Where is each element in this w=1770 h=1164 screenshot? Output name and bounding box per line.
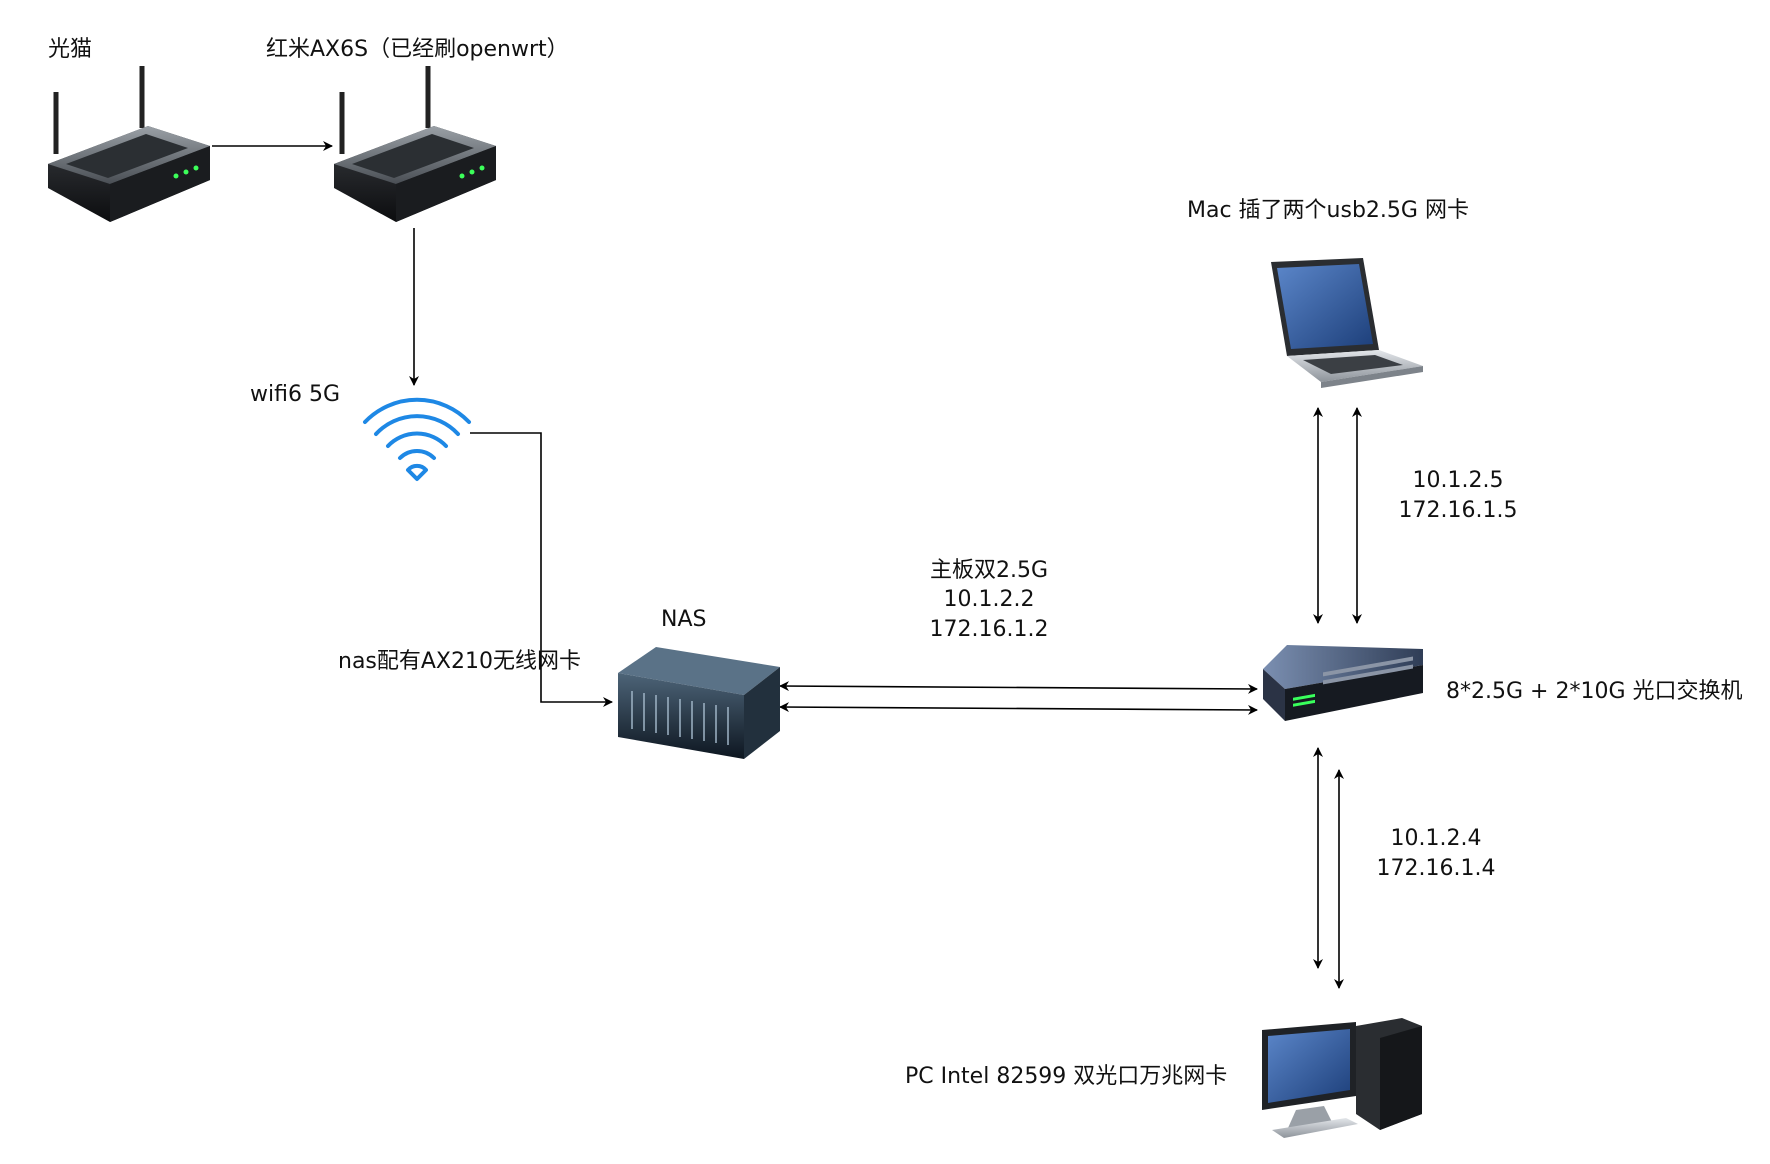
wifi-icon xyxy=(363,397,471,481)
mac-label: Mac 插了两个usb2.5G 网卡 xyxy=(1187,198,1469,223)
nas-switch-link-label-line1: 主板双2.5G xyxy=(929,558,1049,583)
edge-nas-switch-1 xyxy=(779,681,1258,694)
edge-wifi-nas xyxy=(470,432,613,707)
server-icon xyxy=(618,647,780,759)
pc-switch-link-label-line1: 10.1.2.4 xyxy=(1390,826,1482,851)
nas-label: NAS xyxy=(661,607,707,632)
mac-switch-link-label-line1: 10.1.2.5 xyxy=(1412,468,1504,493)
pc-label: PC Intel 82599 双光口万兆网卡 xyxy=(905,1064,1228,1089)
laptop-icon xyxy=(1271,258,1423,388)
wifi-label: wifi6 5G xyxy=(250,382,340,407)
pc-switch-link-label-line2: 172.16.1.4 xyxy=(1376,856,1496,881)
nas-switch-link-label-line2: 10.1.2.2 xyxy=(943,587,1035,612)
mac-switch-link-label-line2: 172.16.1.5 xyxy=(1398,498,1518,523)
nas-wifi-card-note: nas配有AX210无线网卡 xyxy=(338,649,581,674)
switch-icon xyxy=(1263,645,1423,721)
edge-nas-switch-2 xyxy=(779,702,1258,715)
nas-switch-link-label-line3: 172.16.1.2 xyxy=(929,617,1049,642)
router-icon xyxy=(48,66,210,222)
modem-label: 光猫 xyxy=(48,37,93,62)
switch-label: 8*2.5G + 2*10G 光口交换机 xyxy=(1446,679,1743,704)
router-icon xyxy=(334,66,496,222)
edges xyxy=(212,141,1362,989)
router-label: 红米AX6S（已经刷openwrt） xyxy=(266,37,569,62)
desktop-computer-icon xyxy=(1262,1018,1422,1138)
